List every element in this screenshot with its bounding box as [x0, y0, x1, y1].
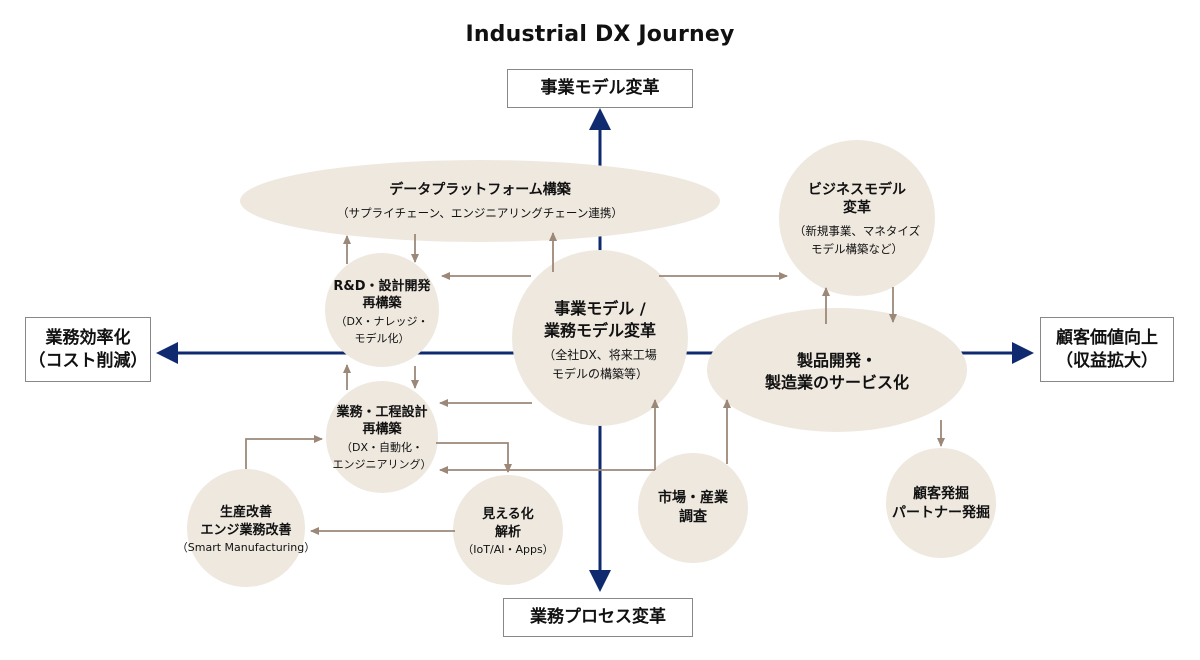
market-title-2: 調査: [679, 509, 707, 525]
customer-circle: [886, 448, 996, 558]
visualization-circle: [453, 475, 563, 585]
rd-design-sub-2: モデル化）: [354, 331, 410, 345]
node-product-dev: 製品開発・ 製造業のサービス化: [737, 346, 937, 398]
node-market: 市場・産業 調査: [643, 486, 743, 530]
product-dev-ellipse: [707, 308, 967, 432]
rd-design-sub-1: （DX・ナレッジ・: [335, 314, 429, 328]
arrowhead-left: [156, 342, 178, 364]
connector-process-to-visualization: [436, 442, 512, 473]
process-design-title-2: 再構築: [362, 422, 402, 438]
business-model-circle: [779, 140, 935, 296]
node-shapes: [187, 140, 996, 587]
market-circle: [638, 453, 748, 563]
arrowhead-up: [589, 108, 611, 130]
node-production: 生産改善 エンジ業務改善 （Smart Manufacturing）: [166, 498, 326, 562]
visualization-sub: （IoT/AI・Apps）: [462, 543, 554, 557]
process-design-sub-1: （DX・自動化・: [340, 440, 423, 454]
business-model-title-2: 変革: [843, 200, 871, 217]
rd-design-title-2: 再構築: [362, 296, 402, 312]
node-customer: 顧客発掘 パートナー発掘: [881, 482, 1001, 526]
process-design-title-1: 業務・工程設計: [336, 404, 428, 420]
axis-bottom-text: 業務プロセス変革: [530, 607, 666, 628]
core-circle: [512, 250, 688, 426]
business-model-title-1: ビジネスモデル: [808, 181, 906, 198]
business-model-sub-2: モデル構築など）: [811, 241, 903, 256]
data-platform-title: データプラットフォーム構築: [389, 181, 571, 198]
diagram-title: Industrial DX Journey: [465, 22, 735, 47]
axis-bottom-label: 業務プロセス変革: [503, 598, 693, 637]
product-dev-title-2: 製造業のサービス化: [764, 373, 909, 392]
axis-top-text: 事業モデル変革: [540, 78, 660, 99]
rd-design-title-1: R&D・設計開発: [333, 278, 431, 294]
core-sub-1: （全社DX、将来工場: [543, 348, 657, 363]
data-platform-ellipse: [240, 160, 720, 242]
process-design-circle: [326, 381, 438, 493]
core-sub-2: モデルの構築等）: [551, 366, 648, 381]
core-title-2: 業務モデル変革: [543, 320, 656, 340]
axis-left-line2: （コスト削減）: [28, 350, 148, 371]
business-model-sub-1: （新規事業、マネタイズ: [793, 224, 921, 239]
process-design-sub-2: エンジニアリング）: [332, 457, 432, 471]
node-visualization: 見える化 解析 （IoT/AI・Apps）: [453, 500, 563, 564]
customer-title-2: パートナー発掘: [892, 505, 990, 521]
customer-title-1: 顧客発掘: [913, 486, 969, 503]
connectors: [245, 232, 945, 535]
axis-left-label: 業務効率化 （コスト削減）: [25, 317, 151, 382]
axis-right-line2: （収益拡大）: [1056, 350, 1158, 371]
node-data-platform: データプラットフォーム構築 （サプライチェーン、エンジニアリングチェーン連携）: [260, 168, 700, 234]
production-sub: （Smart Manufacturing）: [176, 541, 316, 555]
production-title-1: 生産改善: [219, 505, 272, 521]
connector-production-to-process: [245, 435, 323, 469]
axis-right-label: 顧客価値向上 （収益拡大）: [1040, 317, 1174, 382]
node-rd-design: R&D・設計開発 再構築 （DX・ナレッジ・ モデル化）: [327, 268, 437, 356]
node-business-model: ビジネスモデル 変革 （新規事業、マネタイズ モデル構築など）: [787, 170, 927, 268]
axis-left-line1: 業務効率化: [45, 327, 131, 348]
market-title-1: 市場・産業: [658, 490, 728, 507]
arrowhead-right: [1012, 342, 1034, 364]
rd-design-circle: [325, 253, 439, 367]
node-core: 事業モデル / 業務モデル変革 （全社DX、将来工場 モデルの構築等）: [520, 290, 680, 390]
arrowhead-down: [589, 570, 611, 592]
production-circle: [187, 469, 305, 587]
axis-right-line1: 顧客価値向上: [1056, 327, 1158, 348]
product-dev-title-1: 製品開発・: [796, 351, 877, 371]
visualization-title-1: 見える化: [482, 507, 534, 523]
node-process-design: 業務・工程設計 再構築 （DX・自動化・ エンジニアリング）: [327, 395, 437, 481]
axis-top-label: 事業モデル変革: [507, 69, 693, 108]
visualization-title-2: 解析: [494, 524, 521, 540]
core-title-1: 事業モデル /: [554, 299, 646, 319]
data-platform-sub: （サプライチェーン、エンジニアリングチェーン連携）: [337, 205, 623, 220]
production-title-2: エンジ業務改善: [200, 522, 292, 538]
